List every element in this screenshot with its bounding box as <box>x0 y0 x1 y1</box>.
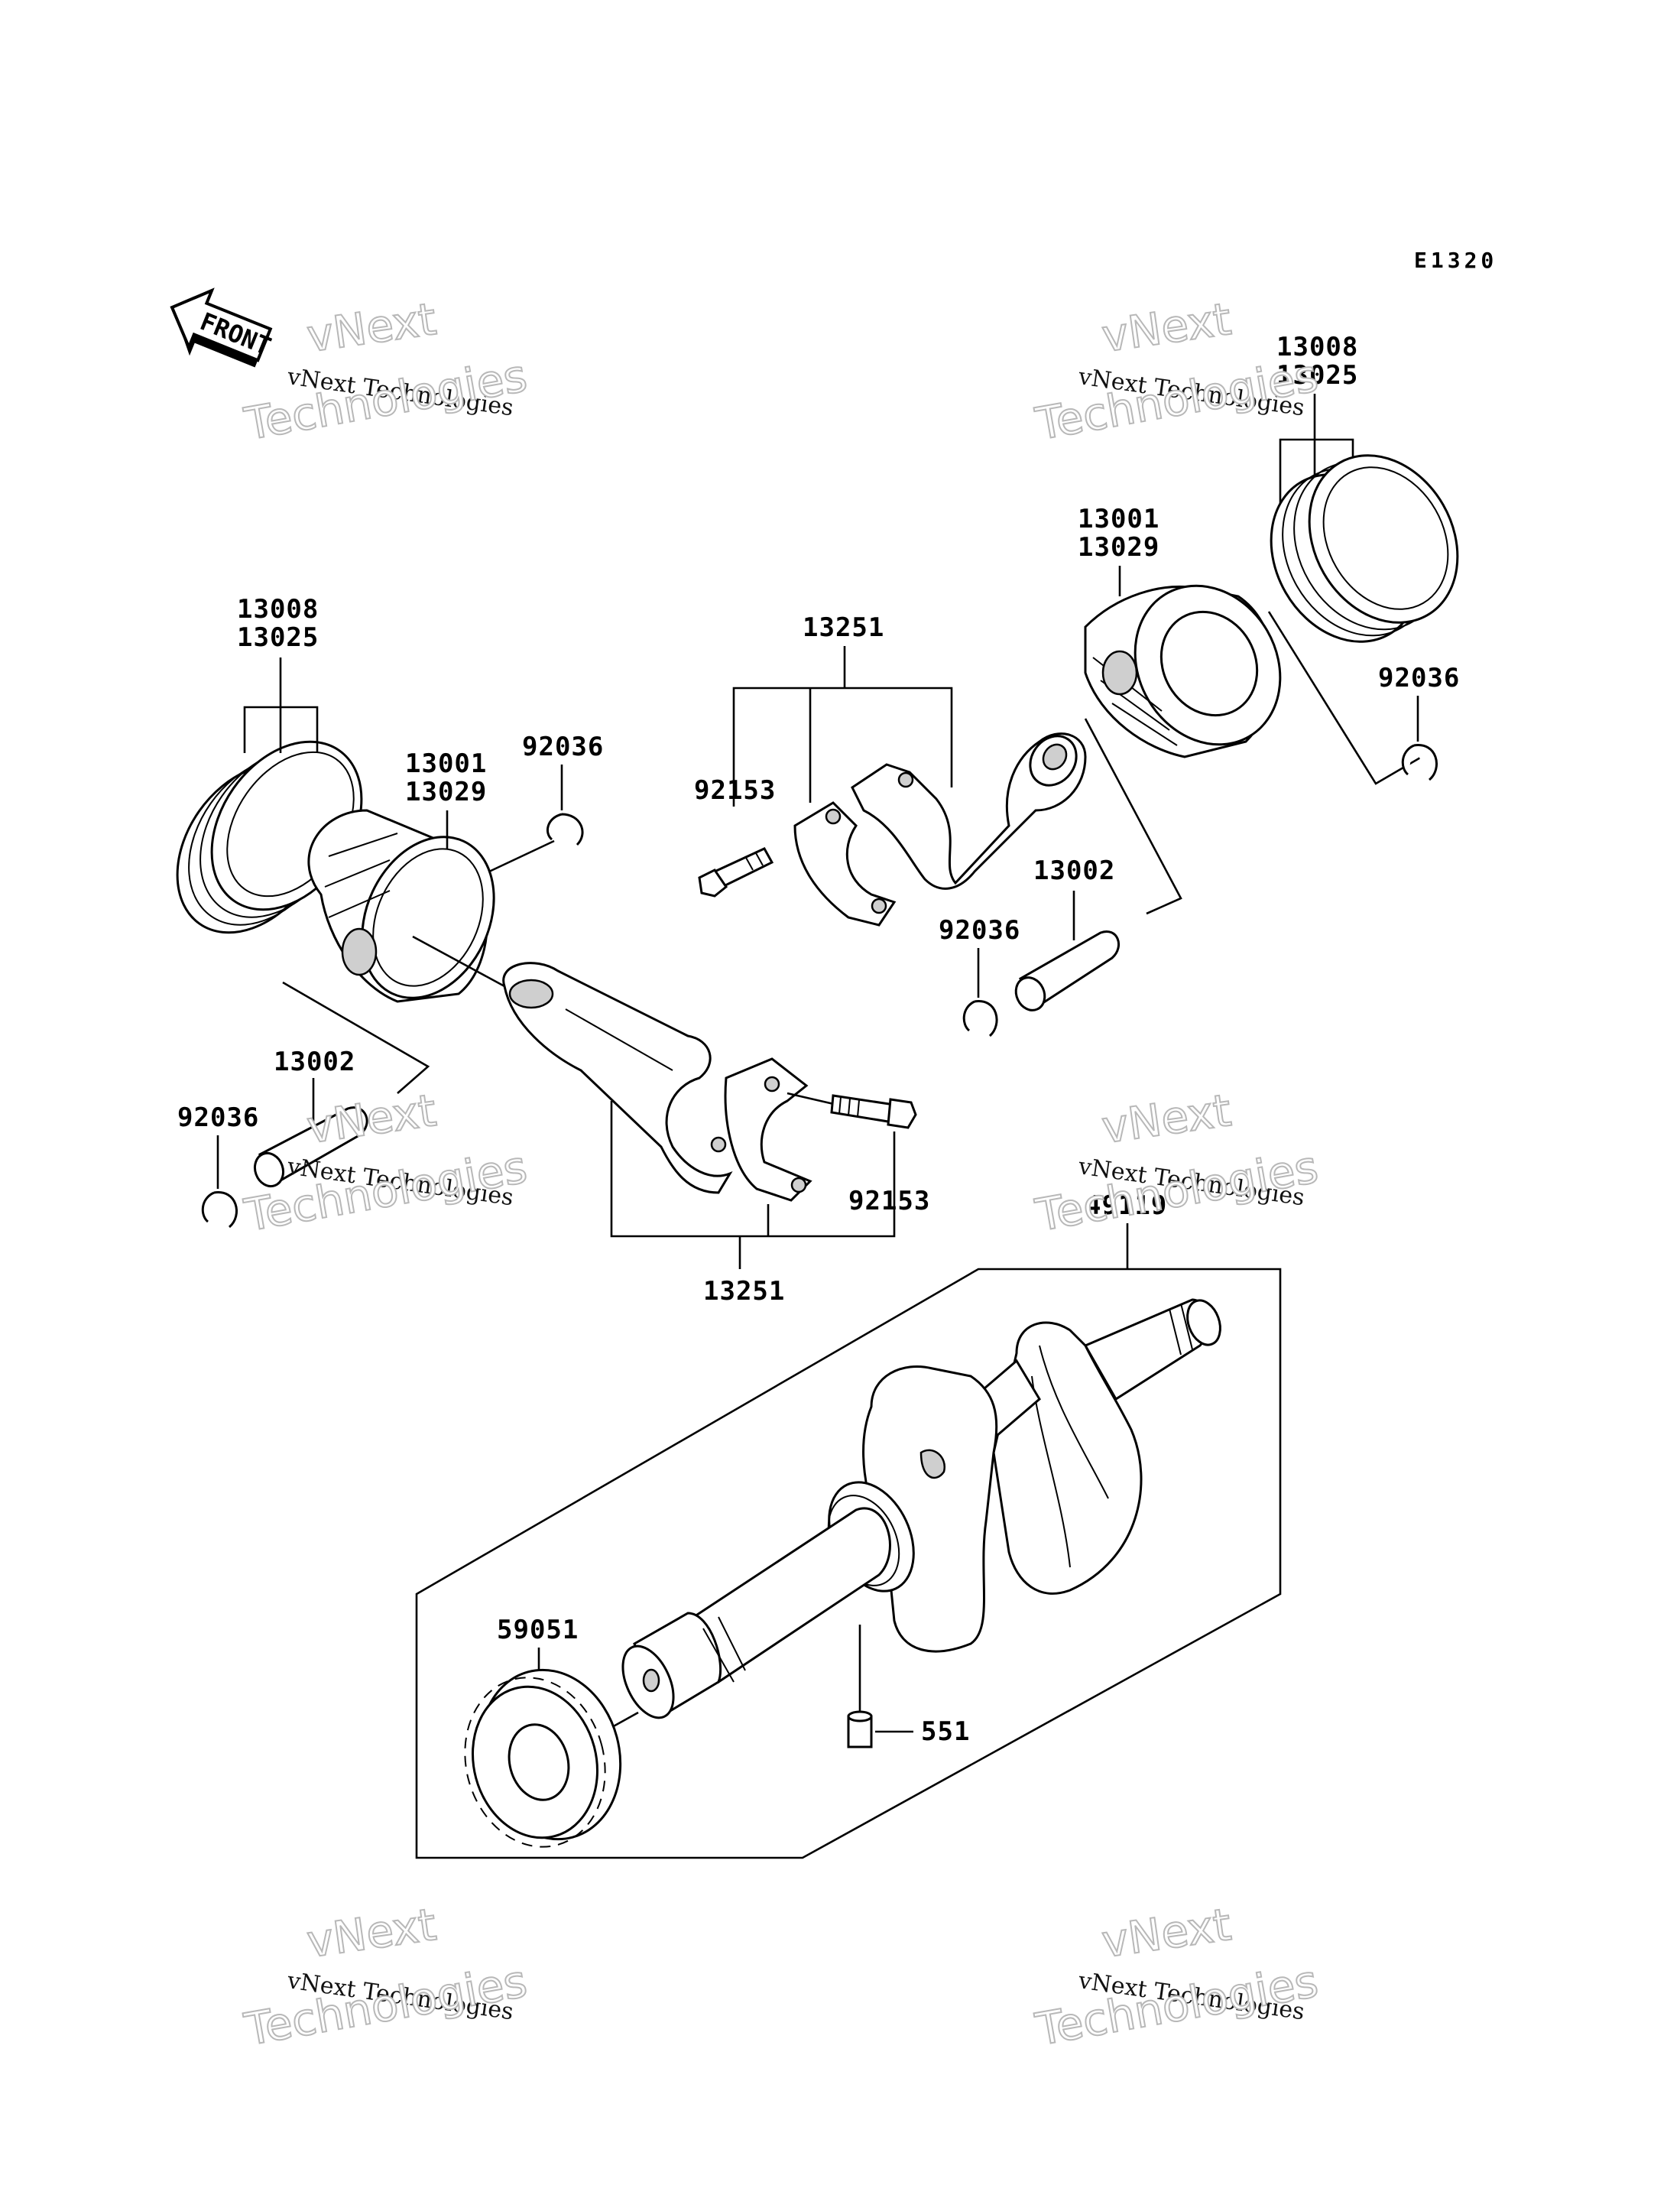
circlip-right-far <box>1401 744 1438 781</box>
svg-text:Technologies: Technologies <box>1032 1141 1322 1242</box>
svg-text:vNext: vNext <box>1098 1898 1234 1968</box>
label-13008-left: 13008 <box>237 594 319 625</box>
svg-text:vNext: vNext <box>303 293 439 362</box>
label-92153-lower: 92153 <box>848 1186 930 1216</box>
rod-bolt-lower <box>830 1094 917 1129</box>
label-13001-left: 13001 <box>405 748 487 779</box>
svg-text:Technologies: Technologies <box>1032 349 1322 450</box>
label-92036-left-lower: 92036 <box>177 1102 259 1133</box>
label-13025-right: 13025 <box>1276 360 1358 391</box>
circlip-left-lower <box>201 1191 238 1229</box>
label-13251-upper: 13251 <box>803 612 884 643</box>
label-92153-upper: 92153 <box>694 775 776 806</box>
piston-right <box>1084 584 1282 758</box>
crank-gear <box>464 1668 622 1848</box>
crankshaft-group-frame <box>415 1268 1282 1859</box>
rod-cap-upper <box>793 801 897 927</box>
connecting-rod-upper <box>851 732 1087 890</box>
svg-text:Technologies: Technologies <box>241 1955 531 2056</box>
piston-left <box>307 809 495 1003</box>
watermark-bottom-left: vNext vNext Technologies Technologies <box>240 1898 532 2057</box>
watermark-top-right: vNext vNext Technologies Technologies <box>1031 292 1323 451</box>
label-92036-right-far: 92036 <box>1378 663 1460 693</box>
svg-text:Technologies: Technologies <box>1032 1955 1322 2056</box>
watermark-top-left: vNext vNext Technologies Technologies <box>240 292 532 451</box>
label-92036-right-near: 92036 <box>939 915 1020 946</box>
label-92036-left-upper: 92036 <box>522 732 604 762</box>
crankshaft <box>621 1298 1221 1719</box>
circlip-right-near <box>962 1000 998 1037</box>
front-arrow-icon: FRONT <box>170 287 275 368</box>
diagram-code: E1320 <box>1414 248 1497 273</box>
label-13029-left: 13029 <box>405 777 487 807</box>
piston-pin-right <box>1014 930 1121 1011</box>
label-13002-left: 13002 <box>274 1047 355 1077</box>
rod-bolt-upper <box>698 847 774 898</box>
label-551: 551 <box>921 1716 970 1747</box>
label-13025-left: 13025 <box>237 622 319 653</box>
label-49119: 49119 <box>1085 1190 1167 1221</box>
label-59051: 59051 <box>497 1615 579 1645</box>
svg-text:vNext: vNext <box>1098 293 1234 362</box>
svg-text:Technologies: Technologies <box>241 349 531 450</box>
piston-rings-right <box>1270 454 1459 643</box>
label-13008-right: 13008 <box>1276 332 1358 362</box>
label-13002-right: 13002 <box>1033 855 1115 886</box>
circlip-left-upper <box>546 813 584 846</box>
svg-text:vNext: vNext <box>1098 1084 1234 1154</box>
watermark-mid-right: vNext vNext Technologies Technologies <box>1031 1083 1323 1242</box>
connecting-rod-lower <box>502 962 733 1194</box>
watermark-bottom-right: vNext vNext Technologies Technologies <box>1031 1898 1323 2057</box>
rod-cap-lower <box>724 1057 812 1202</box>
label-13251-lower: 13251 <box>703 1276 785 1307</box>
label-13029-right: 13029 <box>1078 532 1159 563</box>
woodruff-key <box>847 1710 873 1748</box>
svg-text:vNext: vNext <box>303 1898 439 1968</box>
svg-text:vNext: vNext <box>303 1084 439 1154</box>
label-13001-right: 13001 <box>1078 504 1159 534</box>
piston-pin-left <box>253 1106 368 1188</box>
